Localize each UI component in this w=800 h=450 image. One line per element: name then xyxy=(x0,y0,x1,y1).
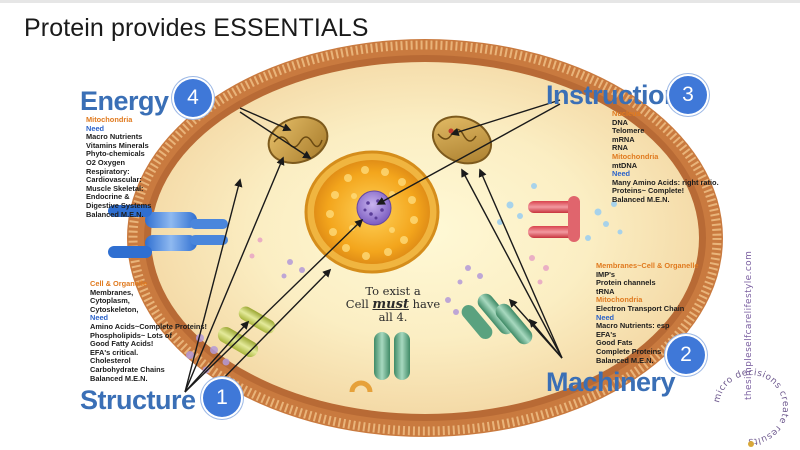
nucleolus xyxy=(357,191,391,225)
energy-heading: Energy xyxy=(80,86,169,117)
structure-heading: Structure xyxy=(80,385,196,416)
structure-badge: 1 xyxy=(203,379,241,417)
machinery-heading: Machinery xyxy=(546,367,675,398)
watermark-circle-text: micro decisions create results xyxy=(712,368,790,446)
note-line: mtDNA xyxy=(612,162,800,171)
note-line: Telomere xyxy=(612,127,800,136)
center-word-cell: Cell xyxy=(346,297,369,311)
note-line: Mitochondria xyxy=(612,153,800,162)
note-line: Electron Transport Chain xyxy=(596,305,796,314)
instruction-heading: Instruction xyxy=(546,80,680,111)
instruction-badge: 3 xyxy=(669,76,707,114)
note-line: Membranes~Cell & Organelle xyxy=(596,262,796,271)
center-word-have: have xyxy=(413,297,441,311)
note-line: Cytoskeleton, xyxy=(90,306,290,315)
watermark-star-icon xyxy=(748,441,754,447)
note-line: Protein channels xyxy=(596,279,796,288)
center-line-3: all 4. xyxy=(318,311,468,324)
note-line: mRNA xyxy=(612,136,800,145)
note-line: Nucleus xyxy=(612,110,800,119)
note-line: Macro Nutrients: esp xyxy=(596,322,796,331)
note-line: Mitochondria xyxy=(86,116,286,125)
center-caption: To exist a Cell must have all 4. xyxy=(318,285,468,324)
watermark-circle-logo: micro decisions create results xyxy=(706,364,796,450)
note-line: Balanced M.E.N. xyxy=(612,196,800,205)
note-line: Balanced M.E.N. xyxy=(90,375,290,384)
note-line: Balanced M.E.N. xyxy=(86,211,286,220)
energy-badge: 4 xyxy=(174,79,212,117)
